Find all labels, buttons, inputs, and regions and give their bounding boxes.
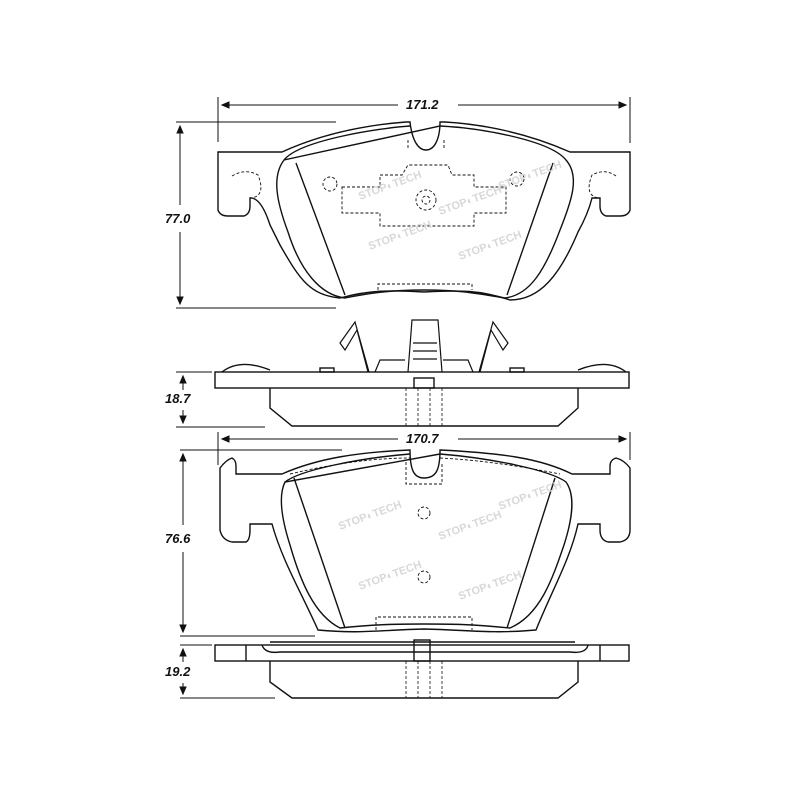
upper-thickness-label: 18.7 xyxy=(163,391,193,406)
svg-text:STOP◐TECH: STOP◐TECH xyxy=(357,169,423,203)
lower-height-label: 76.6 xyxy=(163,531,193,546)
upper-height-dimension xyxy=(176,121,336,309)
svg-text:STOP◐TECH: STOP◐TECH xyxy=(337,499,403,533)
svg-text:STOP◐TECH: STOP◐TECH xyxy=(357,559,423,593)
lower-pad-side xyxy=(214,639,630,699)
upper-pad-face xyxy=(217,121,631,301)
lower-width-dimension xyxy=(217,432,631,465)
svg-text:STOP◐TECH: STOP◐TECH xyxy=(497,479,563,513)
svg-text:STOP◐TECH: STOP◐TECH xyxy=(457,569,523,603)
svg-text:STOP◐TECH: STOP◐TECH xyxy=(437,184,503,218)
lower-width-label: 170.7 xyxy=(404,431,441,446)
svg-text:STOP◐TECH: STOP◐TECH xyxy=(437,509,503,543)
upper-width-label: 171.2 xyxy=(404,97,441,112)
lower-thickness-label: 19.2 xyxy=(163,664,193,679)
watermark-pattern: STOP◐TECH STOP◐TECH STOP◐TECH STOP◐TECH … xyxy=(337,159,563,603)
upper-thickness-dimension xyxy=(176,371,265,428)
svg-text:STOP◐TECH: STOP◐TECH xyxy=(497,159,563,193)
anti-rattle-clip xyxy=(339,319,509,373)
svg-text:STOP◐TECH: STOP◐TECH xyxy=(457,229,523,263)
upper-pad-side xyxy=(214,363,630,427)
lower-pad-face xyxy=(219,449,631,633)
upper-height-label: 77.0 xyxy=(163,211,193,226)
lower-height-dimension xyxy=(179,449,342,637)
svg-text:STOP◐TECH: STOP◐TECH xyxy=(367,219,433,253)
upper-width-dimension xyxy=(217,97,631,143)
lower-thickness-dimension xyxy=(179,644,275,699)
